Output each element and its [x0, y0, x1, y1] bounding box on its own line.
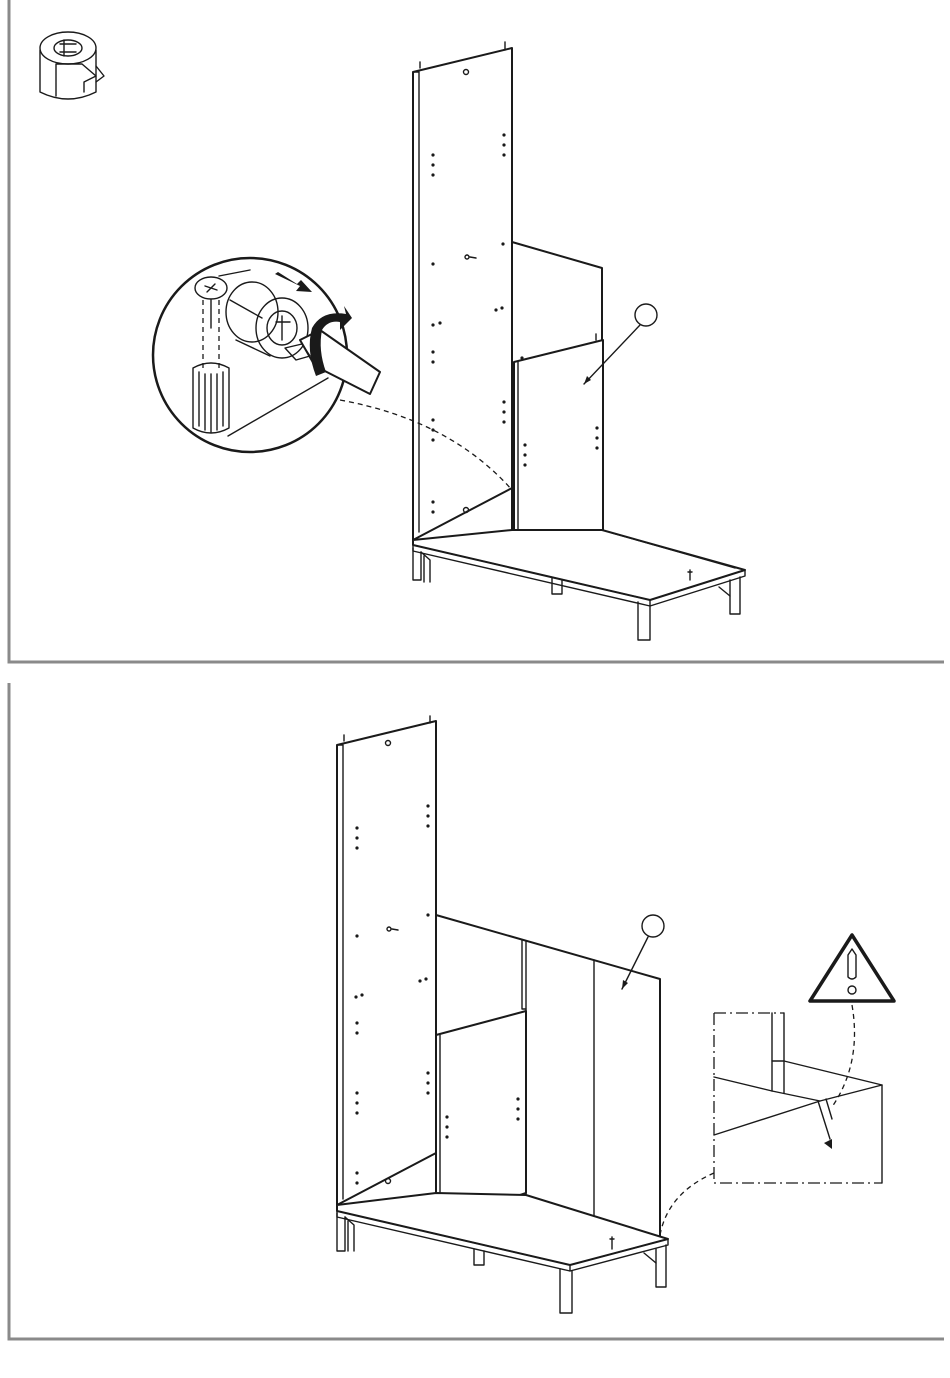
- warning-leader-line: [832, 1005, 855, 1107]
- detail-leader-line: [660, 1173, 714, 1235]
- tall-side-panel: [337, 716, 436, 1205]
- panel-alignment-detail: [714, 1013, 882, 1183]
- cam-lock-tightening-detail: [153, 258, 380, 452]
- step-1-panel: [0, 0, 950, 665]
- base-frame: [413, 530, 745, 640]
- step-2-panel: [0, 683, 950, 1348]
- cam-lock-icon: [40, 32, 104, 99]
- exclamation-warning-icon: [810, 935, 894, 1001]
- tall-side-panel: [413, 42, 512, 540]
- divider-panel: [436, 1011, 526, 1223]
- divider-panel: [514, 334, 603, 556]
